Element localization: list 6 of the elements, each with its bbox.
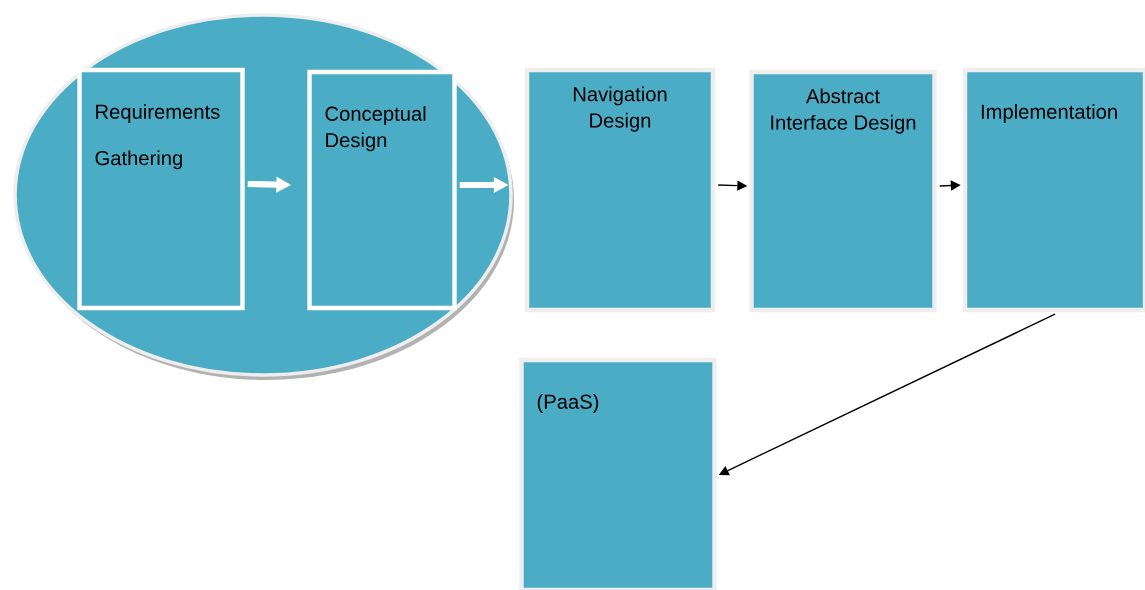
process-box: Requirements Gathering — [77, 67, 245, 311]
process-box: Conceptual Design — [307, 69, 457, 311]
process-box: (PaaS) — [519, 357, 717, 590]
process-box: Abstract Interface Design — [749, 69, 937, 313]
process-box: Navigation Design — [524, 67, 716, 313]
process-box: Implementation — [962, 67, 1145, 313]
